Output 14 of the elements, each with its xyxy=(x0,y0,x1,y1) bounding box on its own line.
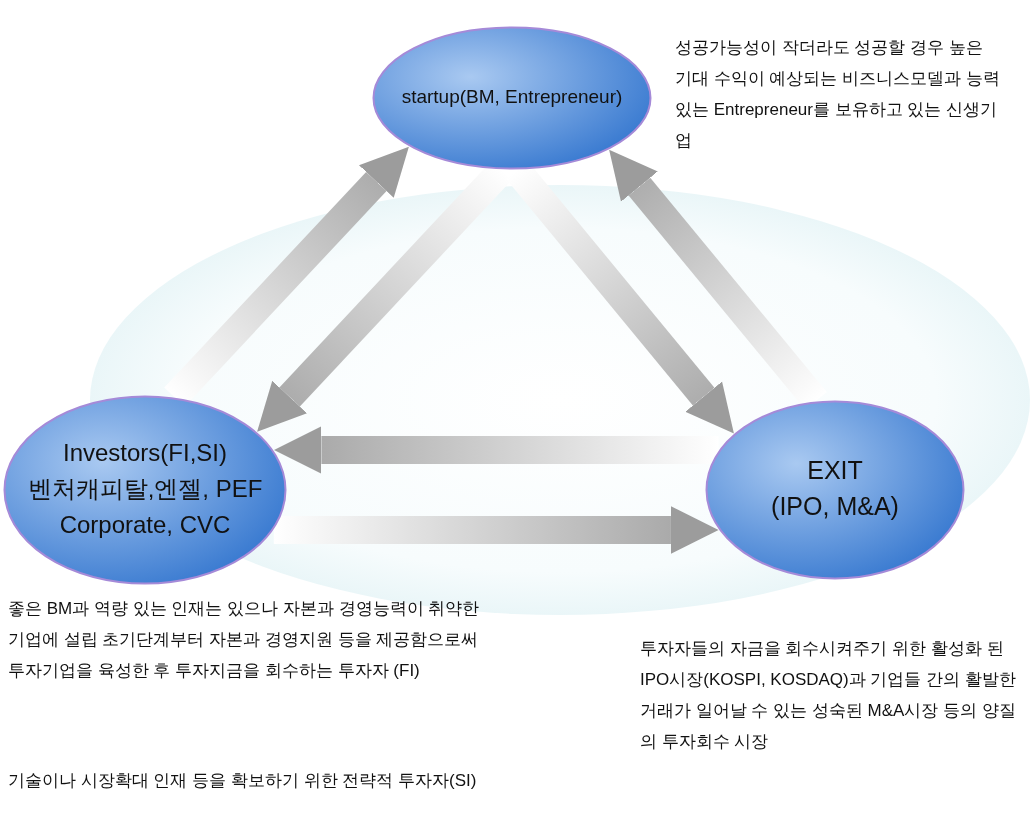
node-label: (IPO, M&A) xyxy=(770,493,900,521)
ellipse-node xyxy=(3,395,287,585)
ellipse-node xyxy=(705,400,965,580)
node-label: startup(BM, Entrepreneur) xyxy=(400,86,624,108)
node-label: 벤처캐피탈,엔젤, PEF xyxy=(26,475,264,502)
description-text: 투자자들의 자금을 회수시켜주기 위한 활성화 된 IPO시장(KOSPI, KOSDAQ)과 기업들 간의 활발한 거래가 일어날 수 있는 성숙된 M&A시장 등의 양질의 투자회수 시장 xyxy=(640,638,1017,753)
description-text: 성공가능성이 작더라도 성공할 경우 높은 기대 수익이 예상되는 비즈니스모델과 능력 있는 Entrepreneur를 보유하고 있는 신생기업 xyxy=(675,37,1000,152)
block-arrow xyxy=(273,506,719,554)
description-text: 좋은 BM과 역량 있는 인재는 있으나 자본과 경영능력이 취약한 기업에 설립 초기단계부터 자본과 경영지원 등을 제공함으로써 투자기업을 육성한 후 투자지금을 회수하는 투자자 (FI) xyxy=(8,598,481,682)
ellipse-node xyxy=(372,26,652,170)
node-label: Investors(FI,SI) xyxy=(62,439,228,466)
description-text: 기술이나 시장확대 인재 등을 확보하기 위한 전략적 투자자(SI) xyxy=(8,770,478,792)
node-label: EXIT xyxy=(806,457,864,485)
node-label: Corporate, CVC xyxy=(58,511,232,538)
